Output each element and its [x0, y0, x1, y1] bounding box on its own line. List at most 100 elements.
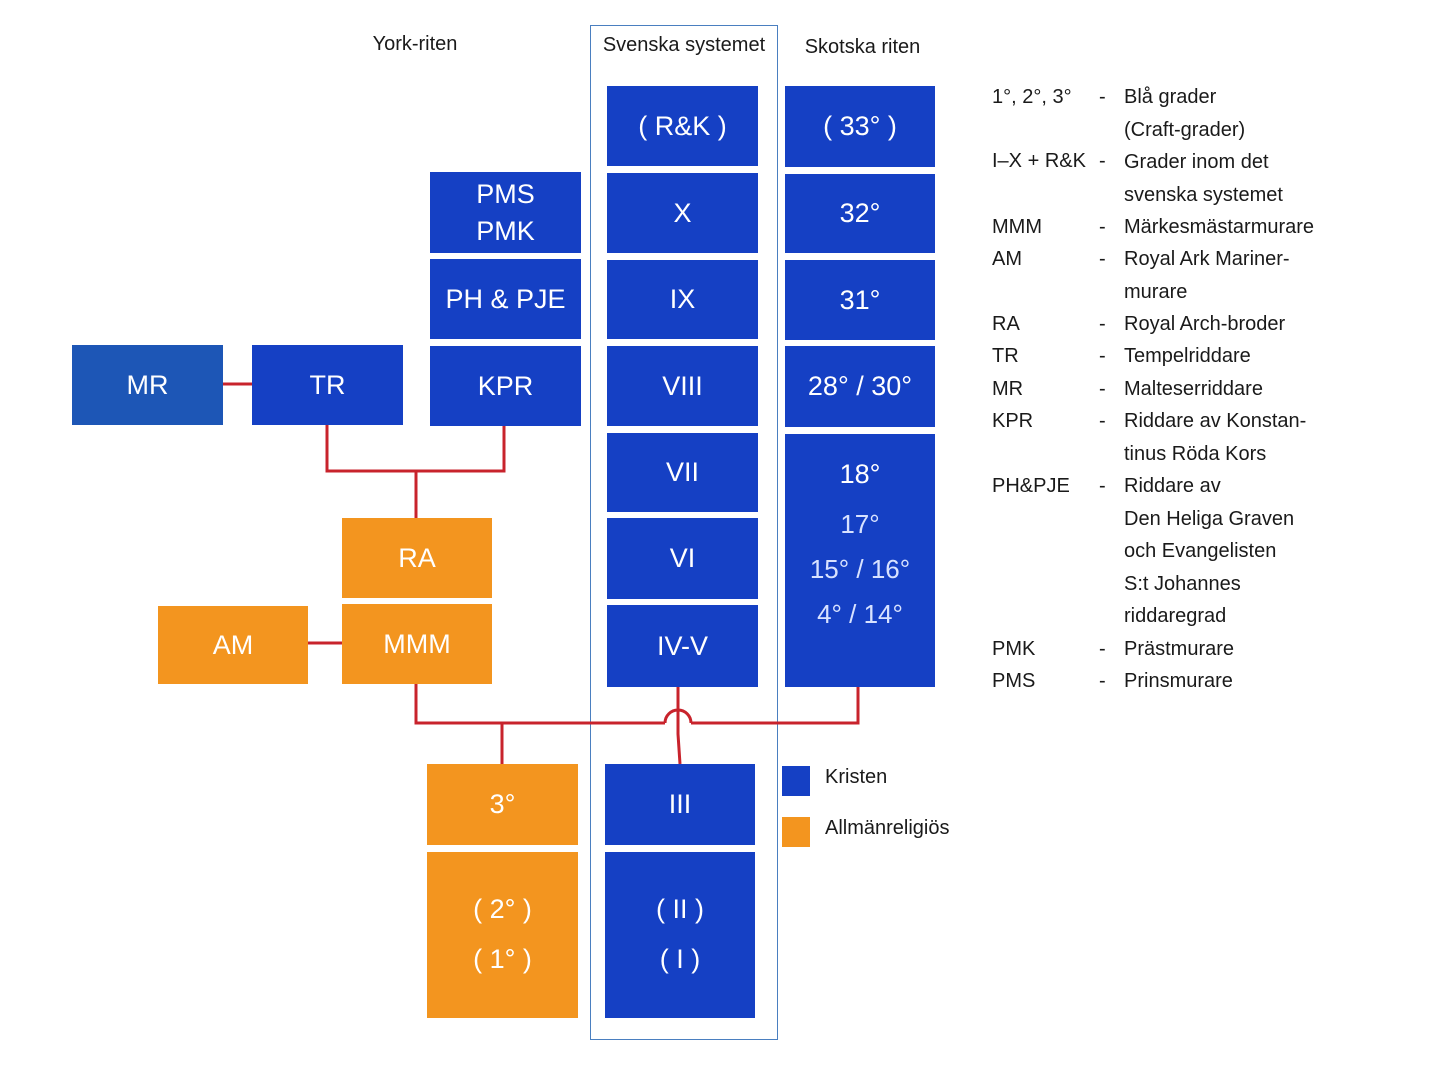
glossary-desc-line: Royal Ark Mariner- — [1124, 248, 1290, 270]
box-pms-pmk: PMS PMK — [430, 172, 581, 253]
glossary-desc-line: Malteserriddare — [1124, 378, 1263, 400]
york-rite-header: York-riten — [372, 33, 458, 55]
glossary-desc-line: Prinsmurare — [1124, 670, 1233, 692]
glossary-desc-line: Märkesmästarmurare — [1124, 216, 1315, 238]
glossary-dash: - — [1099, 248, 1106, 270]
box-iv-v: IV-V — [607, 605, 758, 687]
connector-ivv-iii — [676, 687, 682, 765]
glossary-desc: Riddare av Konstan- tinus Röda Kors — [1124, 405, 1424, 470]
glossary-desc: Prästmurare — [1124, 633, 1424, 666]
box-viii: VIII — [607, 346, 758, 426]
glossary-desc: Grader inom det svenska systemet — [1124, 146, 1424, 211]
glossary-abbr: AM — [992, 248, 1022, 270]
box-mmm-label: MMM — [383, 628, 451, 659]
box-viii-label: VIII — [662, 370, 703, 401]
glossary-dash: - — [1099, 670, 1106, 692]
glossary-desc: Royal Ark Mariner- murare — [1124, 243, 1424, 308]
box-4-14-label: 4° / 14° — [817, 599, 903, 630]
glossary-desc-line: Tempelriddare — [1124, 345, 1251, 367]
box-ra-label: RA — [398, 542, 436, 573]
glossary-desc-line: murare — [1124, 280, 1188, 303]
glossary-abbr: I–X + R&K — [992, 150, 1086, 172]
legend-christian-swatch — [782, 766, 810, 796]
box-28-30: 28° / 30° — [785, 346, 935, 427]
box-vi: VI — [607, 518, 758, 599]
glossary-dash: - — [1099, 216, 1106, 238]
box-ph-pje-label: PH & PJE — [445, 283, 566, 314]
glossary-desc-line: Prästmurare — [1124, 638, 1235, 660]
box-tr: TR — [252, 345, 403, 425]
connector-bridge-right — [691, 687, 860, 725]
glossary-desc: Blå grader (Craft-grader) — [1124, 81, 1424, 146]
glossary-desc: Malteserriddare — [1124, 373, 1424, 406]
box-tr-label: TR — [309, 369, 346, 400]
box-vi-label: VI — [669, 543, 696, 574]
glossary-abbr: TR — [992, 345, 1019, 367]
box-32-label: 32° — [839, 198, 881, 229]
connector-tr-kpr — [325, 425, 506, 473]
box-31-label: 31° — [839, 284, 881, 315]
box-32: 32° — [785, 174, 935, 253]
box-18-and-lower: 18° 17° 15° / 16° 4° / 14° — [785, 434, 935, 687]
box-ix-label: IX — [669, 284, 696, 315]
glossary-dash: - — [1099, 150, 1106, 172]
glossary-desc: Tempelriddare — [1124, 340, 1424, 373]
scottish-rite-header: Skotska riten — [804, 36, 921, 58]
box-ix: IX — [607, 260, 758, 339]
glossary-dash: - — [1099, 410, 1106, 432]
box-ra: RA — [342, 518, 492, 598]
box-mmm: MMM — [342, 604, 492, 684]
glossary-abbr: RA — [992, 313, 1020, 335]
box-vii-label: VII — [665, 457, 699, 488]
box-ii-label: ( II ) — [656, 894, 704, 925]
legend-christian-label: Kristen — [825, 766, 888, 788]
box-second-degree-label: ( 2° ) — [473, 894, 532, 925]
box-third-degree-label: 3° — [489, 789, 516, 820]
box-first-degree-label: ( 1° ) — [473, 944, 532, 974]
glossary-abbr: 1°, 2°, 3° — [992, 86, 1072, 108]
glossary-dash: - — [1099, 638, 1106, 660]
box-rk-label: ( R&K ) — [638, 110, 727, 141]
glossary-abbr: KPR — [992, 410, 1034, 432]
box-iii: III — [605, 764, 755, 845]
box-rk: ( R&K ) — [607, 86, 758, 166]
glossary-desc-line: Grader inom det — [1124, 151, 1269, 173]
box-am: AM — [158, 606, 308, 684]
glossary-desc-line: Royal Arch-broder — [1124, 313, 1286, 335]
connector-mmm-bridge-left — [414, 684, 665, 725]
box-pms-label: PMS — [476, 179, 535, 210]
glossary-abbr: PMK — [992, 638, 1036, 660]
box-ph-pje: PH & PJE — [430, 259, 581, 339]
glossary-desc-line: riddaregrad — [1124, 605, 1227, 627]
glossary-desc: Royal Arch-broder — [1124, 308, 1424, 341]
glossary-desc-line: Den Heliga Graven — [1124, 507, 1295, 530]
glossary-abbr: MR — [992, 378, 1024, 400]
box-31: 31° — [785, 260, 935, 340]
glossary-desc: Riddare av Den Heliga Graven och Evangel… — [1124, 470, 1424, 633]
swedish-system-header: Svenska systemet — [602, 34, 766, 56]
glossary-dash: - — [1099, 475, 1106, 497]
box-18-label: 18° — [839, 459, 881, 489]
glossary-desc-line: Blå grader — [1124, 86, 1217, 108]
legend-general-label: Allmänreligiös — [825, 817, 950, 839]
box-28-30-label: 28° / 30° — [807, 371, 913, 402]
legend-general-swatch — [782, 817, 810, 847]
box-third-degree: 3° — [427, 764, 578, 845]
box-i-ii: ( II ) ( I ) — [605, 852, 755, 1018]
box-am-label: AM — [212, 629, 254, 660]
glossary-dash: - — [1099, 86, 1106, 108]
glossary-desc-line: Riddare av Konstan- — [1124, 410, 1307, 432]
glossary-desc-line: och Evangelisten — [1124, 540, 1277, 562]
box-vii: VII — [607, 433, 758, 512]
box-kpr-label: KPR — [477, 370, 534, 401]
glossary-desc-line: tinus Röda Kors — [1124, 442, 1267, 465]
glossary-abbr: PMS — [992, 670, 1036, 692]
glossary-desc-line: (Craft-grader) — [1124, 118, 1246, 141]
box-iii-label: III — [668, 789, 692, 820]
glossary-desc: Märkesmästarmurare — [1124, 211, 1424, 244]
glossary-desc: Prinsmurare — [1124, 665, 1424, 698]
box-33-label: ( 33° ) — [823, 111, 897, 142]
glossary-abbr: MMM — [992, 216, 1042, 238]
box-first-second-degree: ( 2° ) ( 1° ) — [427, 852, 578, 1018]
